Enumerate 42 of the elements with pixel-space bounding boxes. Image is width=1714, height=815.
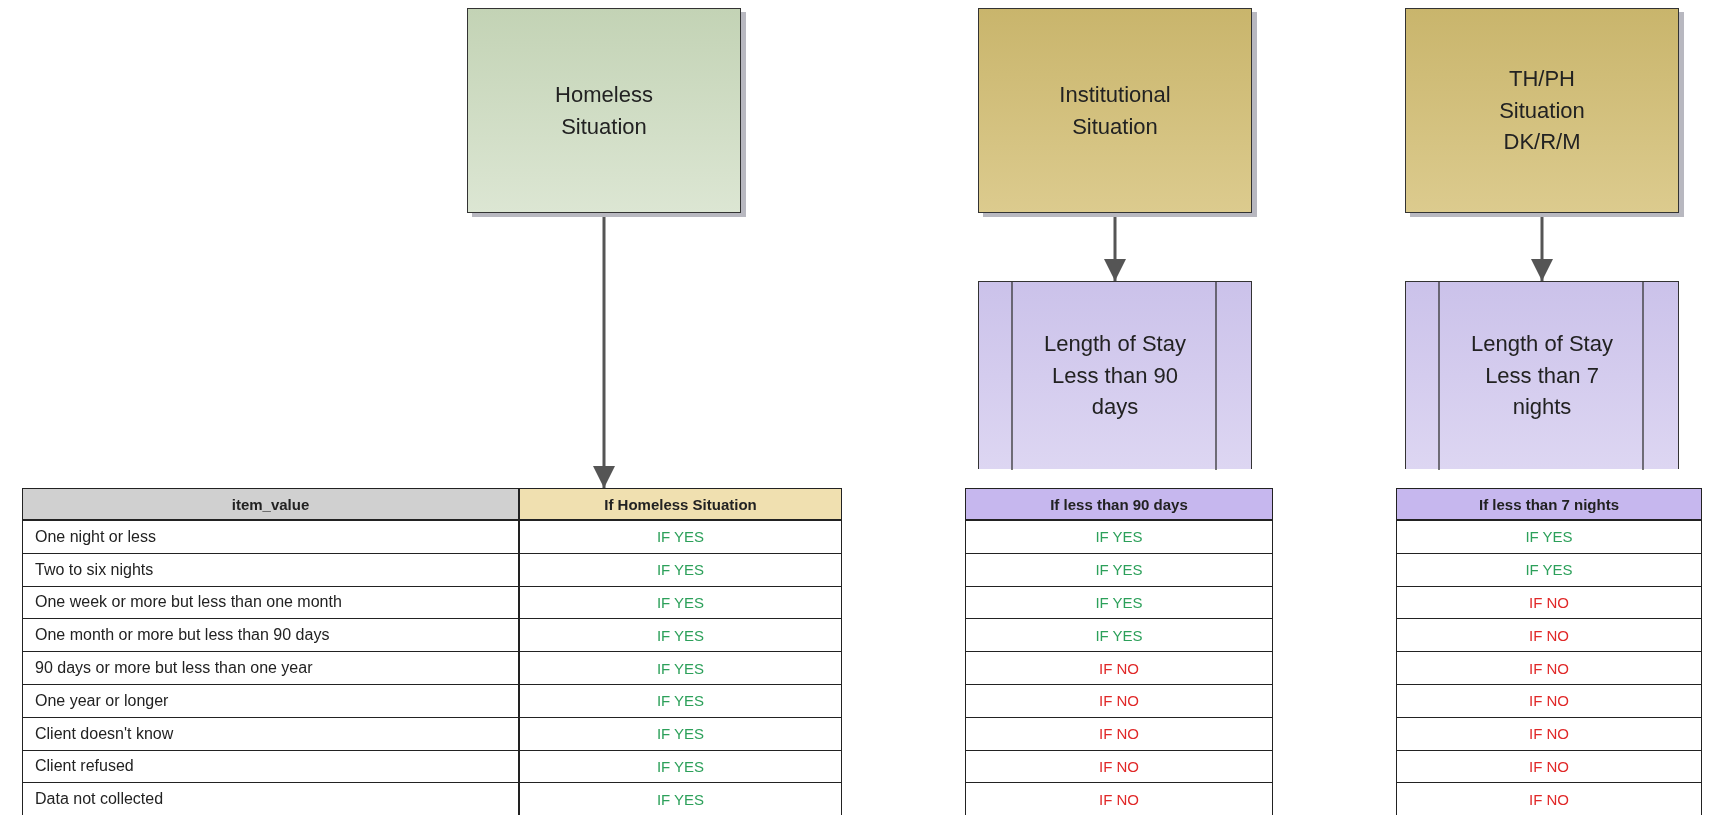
predefined-process-box: Length of Stay Less than 90 days	[978, 281, 1252, 469]
row-label: Client doesn't know	[22, 716, 519, 751]
table-cell: IF YES	[519, 684, 842, 718]
table-cell: IF NO	[1396, 716, 1702, 751]
table-cell: IF YES	[519, 520, 842, 554]
table-cell: IF NO	[1396, 684, 1702, 718]
row-label: Client refused	[22, 749, 519, 784]
table-cell: IF NO	[965, 651, 1273, 685]
row-label: Data not collected	[22, 782, 519, 815]
table-cell: IF YES	[965, 618, 1273, 653]
table-cell: IF NO	[965, 782, 1273, 815]
table-cell: IF NO	[1396, 585, 1702, 620]
table-cell: IF YES	[519, 716, 842, 751]
table-cell: IF YES	[1396, 552, 1702, 587]
row-label: One month or more but less than 90 days	[22, 618, 519, 653]
column-header: If less than 7 nights	[1396, 488, 1702, 520]
row-label: One night or less	[22, 520, 519, 554]
predefined-process-box: Length of Stay Less than 7 nights	[1405, 281, 1679, 469]
table-cell: IF YES	[519, 651, 842, 685]
row-label: One year or longer	[22, 684, 519, 718]
table-cell: IF NO	[1396, 618, 1702, 653]
column-header: item_value	[22, 488, 519, 520]
table-cell: IF YES	[519, 618, 842, 653]
table-cell: IF YES	[965, 520, 1273, 554]
table-cell: IF YES	[519, 782, 842, 815]
column-header: If less than 90 days	[965, 488, 1273, 520]
row-label: 90 days or more but less than one year	[22, 651, 519, 685]
row-label: One week or more but less than one month	[22, 585, 519, 620]
table-cell: IF NO	[965, 684, 1273, 718]
table-cell: IF YES	[1396, 520, 1702, 554]
table-cell: IF NO	[965, 749, 1273, 784]
table-cell: IF YES	[519, 585, 842, 620]
table-cell: IF NO	[1396, 651, 1702, 685]
table-cell: IF NO	[965, 716, 1273, 751]
table-cell: IF YES	[965, 585, 1273, 620]
table-cell: IF NO	[1396, 749, 1702, 784]
table-cell: IF YES	[519, 552, 842, 587]
table-cell: IF YES	[519, 749, 842, 784]
row-label: Two to six nights	[22, 552, 519, 587]
column-header: If Homeless Situation	[519, 488, 842, 520]
table-cell: IF YES	[965, 552, 1273, 587]
table-cell: IF NO	[1396, 782, 1702, 815]
